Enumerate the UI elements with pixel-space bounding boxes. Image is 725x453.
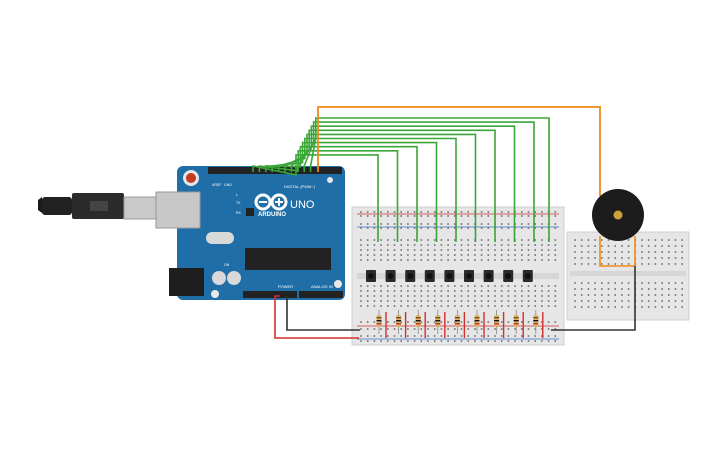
buzzer-ground-wire[interactable] — [599, 236, 636, 267]
gnd-label: GND — [224, 183, 232, 187]
l-led-label: L — [236, 193, 238, 197]
signal-wire — [296, 125, 516, 242]
main-breadboard[interactable] — [351, 206, 565, 346]
rx-label: RX — [236, 211, 242, 215]
pushbuttons — [366, 270, 533, 282]
reset-button[interactable] — [186, 173, 196, 183]
tx-label: TX — [236, 201, 241, 205]
signal-wire — [284, 133, 477, 242]
signal-wire — [290, 129, 496, 242]
piezo-buzzer-icon[interactable] — [592, 189, 644, 241]
power-5v-wire[interactable] — [274, 295, 359, 339]
arduino-uno-board[interactable]: ARDUINO UNO DIGITAL (PWM~) POWER ANALOG … — [155, 166, 345, 300]
power-header-label: POWER — [278, 284, 293, 289]
buzzer-return-ground-wire[interactable] — [551, 266, 636, 331]
signal-wire — [277, 137, 457, 242]
signal-wire — [264, 145, 418, 242]
resistors — [376, 310, 539, 334]
breadboard-holes — [360, 211, 557, 342]
signal-wire — [309, 117, 550, 242]
signal-wire — [303, 121, 535, 242]
analog-header-label: ANALOG IN — [311, 284, 333, 289]
signal-wires[interactable] — [252, 117, 550, 242]
small-breadboard[interactable] — [566, 231, 690, 321]
arduino-infinity-logo — [254, 193, 288, 211]
buzzer-signal-wire[interactable] — [317, 106, 601, 196]
ground-wire[interactable] — [286, 296, 360, 331]
arduino-model-text: UNO — [290, 199, 315, 211]
arduino-logo-text: ARDUINO — [258, 212, 286, 218]
signal-wire — [252, 154, 379, 242]
usb-cable-icon[interactable] — [38, 193, 157, 220]
aref-label: AREF — [212, 183, 221, 187]
signal-wire — [271, 141, 438, 242]
digital-header-label: DIGITAL (PWM~) — [284, 184, 316, 189]
on-led-label: ON — [224, 263, 230, 267]
resistor-power-jumpers[interactable] — [385, 312, 544, 338]
